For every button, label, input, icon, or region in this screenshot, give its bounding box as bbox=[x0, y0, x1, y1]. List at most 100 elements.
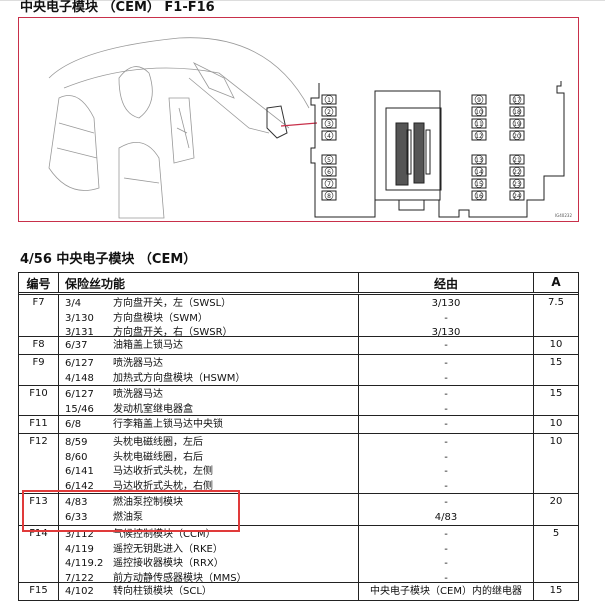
function-line: 6/37 油箱盖上锁马达 bbox=[65, 339, 358, 354]
svg-text:22: 22 bbox=[513, 169, 521, 176]
function-line: 3/112 气候控制模块（CCM） bbox=[65, 528, 358, 543]
fuse-number: F11 bbox=[19, 416, 59, 433]
via-value: 4/83 bbox=[434, 511, 458, 523]
header-amps: A bbox=[551, 275, 561, 289]
component-ref: 6/8 bbox=[65, 419, 82, 430]
amperage: 10 bbox=[549, 436, 563, 447]
via-column: ---- bbox=[359, 526, 534, 582]
via-value: 3/130 bbox=[431, 327, 461, 336]
fuse-slot: 1 bbox=[321, 94, 337, 105]
fuse-number: F8 bbox=[19, 337, 59, 354]
via-value: - bbox=[444, 480, 448, 492]
component-ref: 4/119.2 bbox=[65, 558, 104, 569]
function-line: 4/119 遥控无钥匙进入（RKE） bbox=[65, 543, 358, 558]
amperage: 20 bbox=[549, 496, 563, 507]
component-name: 方向盘开关，左（SWSL） bbox=[113, 298, 232, 309]
component-name: 喷洗器马达 bbox=[113, 358, 163, 369]
fuse-slot: 11 bbox=[471, 118, 487, 129]
component-name: 油箱盖上锁马达 bbox=[113, 340, 183, 351]
component-name: 头枕电磁线圈，右后 bbox=[113, 451, 203, 463]
fuse-slot: 20 bbox=[509, 130, 525, 141]
svg-text:9: 9 bbox=[477, 97, 481, 104]
via-value: - bbox=[444, 312, 448, 324]
component-name: 行李箱盖上锁马达中央锁 bbox=[113, 419, 223, 430]
via-value: - bbox=[444, 497, 448, 508]
component-name: 马达收折式头枕，左侧 bbox=[113, 466, 213, 477]
fuse-slot: 21 bbox=[509, 154, 525, 165]
via-value: - bbox=[444, 437, 448, 448]
component-name: 方向盘开关，右（SWSR） bbox=[113, 327, 233, 336]
fuse-slot: 17 bbox=[509, 94, 525, 105]
svg-text:10: 10 bbox=[475, 109, 483, 116]
fuse-slot: 7 bbox=[321, 178, 337, 189]
fuse-number: F10 bbox=[19, 386, 59, 415]
via-value: - bbox=[444, 572, 448, 583]
via-column: 3/130 - 3/130 bbox=[359, 295, 534, 336]
via-value: - bbox=[444, 403, 448, 415]
amperage: 10 bbox=[549, 339, 563, 350]
fuse-slot: 13 bbox=[471, 154, 487, 165]
component-name: 气候控制模块（CCM） bbox=[113, 529, 216, 540]
svg-text:8: 8 bbox=[327, 193, 331, 200]
component-name: 遥控无钥匙进入（RKE） bbox=[113, 543, 223, 555]
svg-text:18: 18 bbox=[513, 109, 521, 116]
component-ref: 4/102 bbox=[65, 586, 94, 597]
fuse-slot: 2 bbox=[321, 106, 337, 117]
amperage: 5 bbox=[552, 528, 560, 539]
component-ref: 6/127 bbox=[65, 389, 94, 400]
component-name: 马达收折式头枕，右侧 bbox=[113, 480, 213, 492]
fuse-number: F12 bbox=[19, 434, 59, 493]
via-column: 中央电子模块（CEM）内的继电器 bbox=[359, 583, 534, 600]
fuse-number: F7 bbox=[19, 295, 59, 336]
svg-text:3: 3 bbox=[327, 121, 331, 128]
component-ref: 6/33 bbox=[65, 511, 88, 523]
via-value: 3/130 bbox=[431, 298, 461, 309]
component-ref: 4/119 bbox=[65, 543, 94, 555]
fuse-slot: 5 bbox=[321, 154, 337, 165]
component-ref: 4/83 bbox=[65, 497, 88, 508]
component-ref: 6/37 bbox=[65, 340, 88, 351]
component-ref: 3/112 bbox=[65, 529, 94, 540]
fuse-slot: 12 bbox=[471, 130, 487, 141]
function-line: 4/83 燃油泵控制模块 bbox=[65, 496, 358, 511]
component-ref: 6/141 bbox=[65, 466, 94, 477]
amperage: 15 bbox=[549, 388, 563, 399]
component-name: 燃油泵控制模块 bbox=[113, 497, 183, 508]
component-ref: 6/142 bbox=[65, 480, 94, 492]
svg-text:24: 24 bbox=[513, 193, 521, 200]
table-header: 编号 保险丝功能 经由 A bbox=[19, 273, 578, 292]
via-column: -- bbox=[359, 355, 534, 385]
header-function: 保险丝功能 bbox=[59, 273, 359, 292]
fuse-functions: 6/8 行李箱盖上锁马达中央锁 bbox=[59, 416, 359, 433]
fuse-number: F14 bbox=[19, 526, 59, 582]
via-value: - bbox=[444, 340, 448, 351]
via-column: - 4/83 bbox=[359, 494, 534, 525]
function-line: 6/33 燃油泵 bbox=[65, 511, 358, 526]
fuse-slot: 22 bbox=[509, 166, 525, 177]
via-value: - bbox=[444, 466, 448, 477]
svg-text:11: 11 bbox=[475, 121, 483, 128]
via-value: 中央电子模块（CEM）内的继电器 bbox=[370, 586, 522, 597]
via-value: - bbox=[444, 543, 448, 555]
fuse-functions: 3/112 气候控制模块（CCM） 4/119 遥控无钥匙进入（RKE） 4/119.2… bbox=[59, 526, 359, 582]
component-name: 燃油泵 bbox=[113, 511, 143, 523]
svg-text:19: 19 bbox=[513, 121, 521, 128]
